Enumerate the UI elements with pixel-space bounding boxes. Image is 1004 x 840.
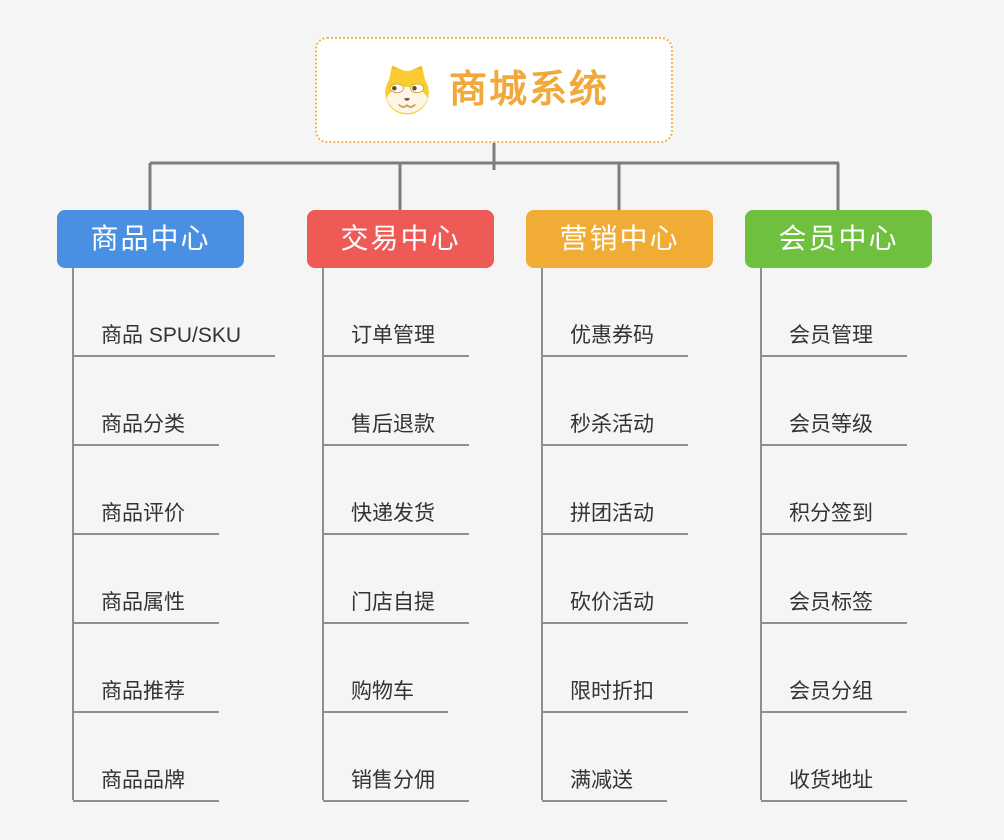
child-node[interactable]: 商品品牌 xyxy=(73,770,219,802)
child-row: 购物车 xyxy=(323,624,573,713)
child-row: 商品推荐 xyxy=(73,624,323,713)
child-row: 快递发货 xyxy=(323,446,573,535)
child-column-members: 会员管理会员等级积分签到会员标签会员分组收货地址 xyxy=(760,268,1004,802)
child-node[interactable]: 快递发货 xyxy=(323,503,469,535)
child-row: 会员标签 xyxy=(761,535,1004,624)
child-column-trade: 订单管理售后退款快递发货门店自提购物车销售分佣 xyxy=(322,268,573,802)
branch-label: 商品中心 xyxy=(90,223,211,254)
child-row: 订单管理 xyxy=(323,268,573,357)
child-node[interactable]: 收货地址 xyxy=(761,770,907,802)
child-node[interactable]: 商品评价 xyxy=(73,503,219,535)
child-row: 限时折扣 xyxy=(542,624,792,713)
child-row: 积分签到 xyxy=(761,446,1004,535)
child-row: 会员分组 xyxy=(761,624,1004,713)
child-node[interactable]: 限时折扣 xyxy=(542,681,688,713)
child-row: 拼团活动 xyxy=(542,446,792,535)
child-node[interactable]: 积分签到 xyxy=(761,503,907,535)
child-node[interactable]: 满减送 xyxy=(542,770,667,802)
child-node[interactable]: 门店自提 xyxy=(323,592,469,624)
child-node[interactable]: 砍价活动 xyxy=(542,592,688,624)
child-row: 售后退款 xyxy=(323,357,573,446)
dog-face-icon xyxy=(379,62,435,118)
column-connector-line xyxy=(760,268,762,800)
child-row: 商品评价 xyxy=(73,446,323,535)
child-node[interactable]: 售后退款 xyxy=(323,414,469,446)
child-row: 商品属性 xyxy=(73,535,323,624)
child-row: 会员等级 xyxy=(761,357,1004,446)
root-node[interactable]: 商城系统 xyxy=(315,37,673,143)
child-row: 销售分佣 xyxy=(323,713,573,802)
column-connector-line xyxy=(541,268,543,800)
child-node[interactable]: 商品分类 xyxy=(73,414,219,446)
child-node[interactable]: 会员管理 xyxy=(761,325,907,357)
child-row: 会员管理 xyxy=(761,268,1004,357)
branch-node-trade[interactable]: 交易中心 xyxy=(307,210,494,268)
child-row: 优惠券码 xyxy=(542,268,792,357)
child-row: 砍价活动 xyxy=(542,535,792,624)
child-node[interactable]: 会员分组 xyxy=(761,681,907,713)
child-column-marketing: 优惠券码秒杀活动拼团活动砍价活动限时折扣满减送 xyxy=(541,268,792,802)
child-row: 秒杀活动 xyxy=(542,357,792,446)
branch-label: 会员中心 xyxy=(778,223,899,254)
column-connector-line xyxy=(322,268,324,800)
child-row: 收货地址 xyxy=(761,713,1004,802)
child-row: 商品分类 xyxy=(73,357,323,446)
child-node[interactable]: 购物车 xyxy=(323,681,448,713)
child-node[interactable]: 会员等级 xyxy=(761,414,907,446)
child-column-products: 商品 SPU/SKU 商品分类商品评价商品属性商品推荐商品品牌 xyxy=(72,268,323,802)
child-row: 商品 SPU/SKU xyxy=(73,268,323,357)
child-row: 满减送 xyxy=(542,713,792,802)
branch-node-marketing[interactable]: 营销中心 xyxy=(526,210,713,268)
child-node[interactable]: 拼团活动 xyxy=(542,503,688,535)
child-node[interactable]: 商品属性 xyxy=(73,592,219,624)
branch-node-products[interactable]: 商品中心 xyxy=(57,210,244,268)
child-node[interactable]: 商品 SPU/SKU xyxy=(73,325,276,357)
child-node[interactable]: 秒杀活动 xyxy=(542,414,688,446)
branch-label: 交易中心 xyxy=(340,223,461,254)
branch-label: 营销中心 xyxy=(559,223,680,254)
branch-node-members[interactable]: 会员中心 xyxy=(745,210,932,268)
root-title: 商城系统 xyxy=(448,69,609,111)
child-node[interactable]: 优惠券码 xyxy=(542,325,688,357)
child-node[interactable]: 订单管理 xyxy=(323,325,469,357)
column-connector-line xyxy=(72,268,74,800)
child-row: 商品品牌 xyxy=(73,713,323,802)
child-node[interactable]: 会员标签 xyxy=(761,592,907,624)
child-node[interactable]: 商品推荐 xyxy=(73,681,219,713)
child-node[interactable]: 销售分佣 xyxy=(323,770,469,802)
child-row: 门店自提 xyxy=(323,535,573,624)
